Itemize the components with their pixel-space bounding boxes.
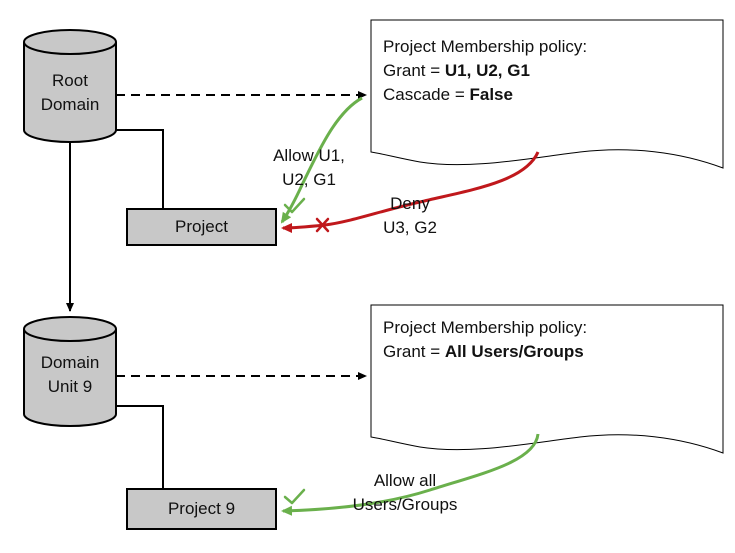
allow-label-bottom: Allow all Users/Groups — [345, 469, 465, 517]
root-domain-label: Root Domain — [24, 69, 116, 117]
allow-bottom-line2: Users/Groups — [352, 495, 458, 514]
cascade-value: False — [469, 85, 513, 104]
allow-arrow-bottom — [281, 433, 540, 516]
project-label: Project — [175, 217, 228, 236]
grant-prefix: Grant = — [383, 61, 445, 80]
policy-title-bottom: Project Membership policy: — [383, 318, 588, 337]
domain-unit-cylinder — [23, 316, 117, 427]
domain-unit-line1: Domain — [40, 353, 100, 372]
root-domain-line2: Domain — [40, 95, 100, 114]
deny-label: Deny U3, G2 — [370, 192, 450, 240]
project-box — [126, 208, 277, 246]
check-icon — [283, 488, 306, 505]
domain-unit-line2: Unit 9 — [47, 377, 93, 396]
allow-bottom-line1: Allow all — [373, 471, 437, 490]
policy-cascade-top: Cascade = False — [383, 83, 713, 107]
check-icon — [283, 197, 306, 214]
project9-box — [126, 488, 277, 530]
root-domain-cylinder — [23, 29, 117, 143]
policy-document-top — [370, 19, 724, 169]
policy-text-bottom: Project Membership policy: Grant = All U… — [383, 316, 713, 364]
cross-icon — [315, 217, 330, 233]
deny-line2: U3, G2 — [383, 218, 437, 237]
policy-document-bottom — [370, 304, 724, 454]
cascade-prefix: Cascade = — [383, 85, 470, 104]
policy-title-top: Project Membership policy: — [383, 37, 588, 56]
domain-to-project9-connector — [116, 405, 164, 489]
root-to-project-connector — [116, 129, 164, 209]
deny-arrow — [281, 151, 540, 233]
allow-top-line2: U2, G1 — [282, 170, 336, 189]
policy-text-top: Project Membership policy: Grant = U1, U… — [383, 35, 713, 107]
domain-unit-label: Domain Unit 9 — [24, 351, 116, 399]
project9-label: Project 9 — [167, 499, 236, 518]
grant-value: All Users/Groups — [444, 342, 584, 361]
grant-prefix: Grant = — [383, 342, 445, 361]
allow-label-top: Allow U1, U2, G1 — [259, 144, 359, 192]
allow-top-line1: Allow U1, — [273, 146, 345, 165]
grant-value: U1, U2, G1 — [444, 61, 530, 80]
deny-line1: Deny — [390, 194, 430, 213]
policy-grant-bottom: Grant = All Users/Groups — [383, 340, 713, 364]
root-domain-line1: Root — [52, 71, 88, 90]
policy-grant-top: Grant = U1, U2, G1 — [383, 59, 713, 83]
